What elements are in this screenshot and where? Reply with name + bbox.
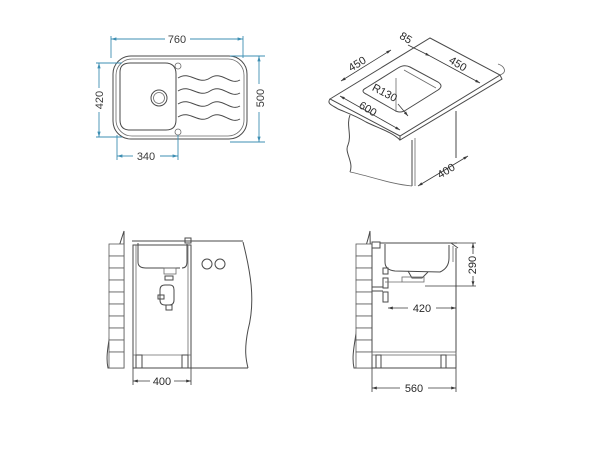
- dim-420-left: 420: [94, 91, 106, 109]
- side-view-dimensions: 290 420 560: [371, 242, 479, 395]
- dim-500-right: 500: [255, 89, 267, 107]
- wall-bricks: [355, 243, 373, 369]
- dim-760: 760: [168, 34, 186, 46]
- dim-85: 85: [397, 30, 414, 47]
- dim-400-front: 400: [153, 376, 171, 388]
- sink-outline: [112, 55, 248, 140]
- dim-290: 290: [467, 256, 479, 274]
- front-view: [106, 230, 253, 369]
- side-view: [352, 230, 459, 369]
- bowl-cutout: [362, 65, 442, 113]
- dim-560: 560: [405, 383, 423, 395]
- dim-450-right: 450: [447, 55, 469, 75]
- cabinet: [132, 244, 192, 369]
- front-view-dimensions: 400: [132, 368, 192, 388]
- drainer-grooves: [177, 75, 241, 121]
- dim-420-side: 420: [413, 303, 431, 315]
- bowl-outline: [119, 62, 177, 131]
- dim-450-left: 450: [346, 55, 368, 75]
- tap-hole-icon: [174, 128, 182, 136]
- dim-340: 340: [137, 151, 155, 163]
- radius-r130: R130: [370, 82, 399, 105]
- worktop-top: [328, 37, 502, 137]
- tap-hole-icon: [201, 258, 213, 270]
- wall-bricks: [108, 243, 125, 369]
- drain-icon: [150, 89, 168, 107]
- top-view-dimensions: 760 420 500 340: [94, 34, 267, 163]
- tap-hole-icon: [214, 258, 226, 270]
- tap-hole-icon: [174, 62, 182, 70]
- top-view-sink: [112, 55, 248, 140]
- siphon-trap: [159, 284, 175, 306]
